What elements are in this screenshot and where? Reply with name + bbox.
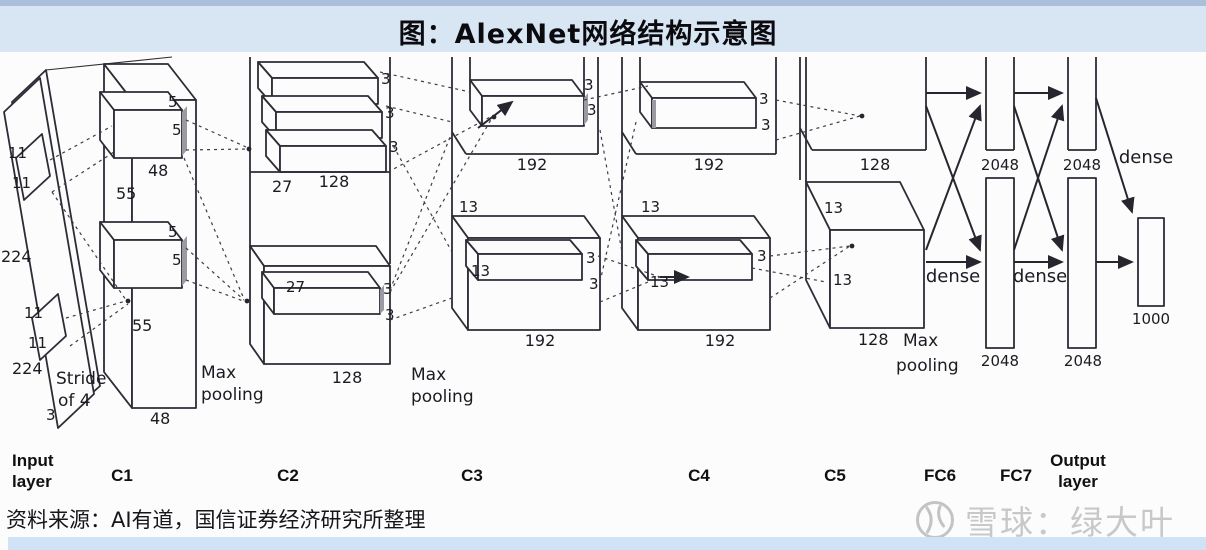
source-note: 资料来源：AI有道，国信证券经济研究所整理 — [6, 508, 426, 532]
watermark: 雪球：绿大叶 — [914, 496, 1175, 544]
c3-kernel-label: 3 — [586, 249, 596, 267]
c5-size-label: 13 — [833, 271, 852, 289]
layer-label-c1: C1 — [111, 466, 133, 485]
c2-kernel-label: 3 — [381, 70, 391, 88]
layer-label-fc6: FC6 — [923, 466, 957, 485]
max-pooling-label: Max — [411, 365, 446, 385]
input-size-label: 224 — [12, 359, 43, 378]
c1-size-label: 55 — [132, 316, 152, 335]
c3-size-label: 13 — [471, 262, 490, 280]
layer-label-input: Input layer — [12, 451, 54, 491]
layer-label-c4: C4 — [688, 466, 710, 485]
max-pooling-label: Max — [201, 363, 236, 383]
figure-title: 图：AlexNet网络结构示意图 — [398, 19, 778, 50]
c5-depth-label: 128 — [860, 155, 891, 174]
layer-c4: 3 3 192 13 13 3 192 — [621, 57, 777, 350]
layer-c5: 128 13 13 128 Max pooling — [799, 57, 959, 376]
bottom-stripe — [8, 537, 1206, 550]
layer-label-fc7: FC7 — [999, 466, 1033, 485]
c3-size-label: 13 — [459, 198, 478, 216]
fc6-units-label: 2048 — [981, 156, 1019, 174]
stride-label: of 4 — [58, 391, 91, 411]
c2-size-label: 27 — [286, 278, 305, 296]
layer-c1: 5 5 5 5 55 55 48 48 Max pooling — [99, 63, 264, 428]
layer-label-c5: C5 — [824, 466, 846, 485]
c4-kernel-label: 3 — [757, 247, 767, 265]
watermark-text: 雪球：绿大叶 — [965, 503, 1175, 542]
dense-label: dense — [926, 266, 980, 287]
c1-kernel-label: 5 — [172, 121, 182, 139]
max-pooling-label: Max — [903, 331, 938, 351]
c2-depth-label: 128 — [319, 172, 350, 191]
input-patch-label: 11 — [24, 304, 43, 322]
connection-lines — [49, 71, 865, 347]
c4-size-label: 13 — [641, 198, 660, 216]
c2-size-label: 27 — [272, 177, 292, 196]
c3-depth-label: 192 — [525, 331, 556, 350]
fc6-units-label: 2048 — [981, 352, 1019, 370]
c4-depth-label: 192 — [694, 155, 725, 174]
max-pooling-label: pooling — [896, 356, 959, 376]
input-patch-bottom — [31, 293, 67, 361]
dense-label: dense — [1119, 147, 1173, 168]
c5-depth-label: 128 — [858, 330, 889, 349]
input-image: 11 11 11 11 224 224 3 Stride of 4 — [1, 56, 173, 429]
layer-label-c3: C3 — [461, 466, 483, 485]
c2-depth-label: 128 — [332, 368, 363, 387]
fc7-units-label: 2048 — [1063, 156, 1101, 174]
c3-kernel-label: 3 — [584, 76, 594, 94]
c2-kernel-label: 3 — [383, 280, 393, 298]
c3-kernel-label: 3 — [587, 101, 597, 119]
output-bar — [1137, 217, 1165, 307]
c4-size-label: 13 — [650, 273, 669, 291]
c1-size-label: 55 — [116, 184, 136, 203]
c1-kernel-label: 5 — [168, 93, 178, 111]
max-pooling-label: pooling — [201, 385, 264, 405]
input-size-label: 224 — [1, 247, 32, 266]
c5-size-label: 13 — [824, 199, 843, 217]
max-pooling-label: pooling — [411, 387, 474, 407]
input-patch-label: 11 — [28, 334, 47, 352]
title-band — [0, 0, 1206, 52]
c4-kernel-label: 3 — [761, 116, 771, 134]
c1-depth-label: 48 — [148, 161, 168, 180]
stride-label: Stride — [56, 369, 106, 389]
layer-c3: 3 3 192 13 13 3 3 192 — [451, 57, 601, 350]
c4-depth-label: 192 — [705, 331, 736, 350]
layer-label-c2: C2 — [277, 466, 299, 485]
c1-kernel-label: 5 — [168, 223, 178, 241]
layer-c2: 3 3 3 27 128 27 3 3 128 Max pooling — [249, 57, 474, 407]
c1-depth-label: 48 — [150, 409, 170, 428]
c3-kernel-label: 3 — [589, 275, 599, 293]
output-units-label: 1000 — [1132, 310, 1170, 328]
c2-kernel-label: 3 — [385, 306, 395, 324]
input-patch-label: 11 — [8, 144, 27, 162]
c2-kernel-label: 3 — [385, 104, 395, 122]
input-patch-top — [15, 133, 51, 201]
input-depth-label: 3 — [46, 406, 56, 424]
fc7-units-label: 2048 — [1064, 352, 1102, 370]
c4-kernel-label: 3 — [759, 90, 769, 108]
xueqiu-logo-icon — [916, 501, 954, 539]
fc-layers: 2048 2048 2048 2048 1000 dense dense den… — [925, 57, 1173, 370]
dense-label: dense — [1013, 266, 1067, 287]
c3-depth-label: 192 — [517, 155, 548, 174]
c1-kernel-label: 5 — [172, 251, 182, 269]
layer-label-output: Output layer — [1050, 451, 1106, 491]
input-patch-label: 11 — [12, 174, 31, 192]
